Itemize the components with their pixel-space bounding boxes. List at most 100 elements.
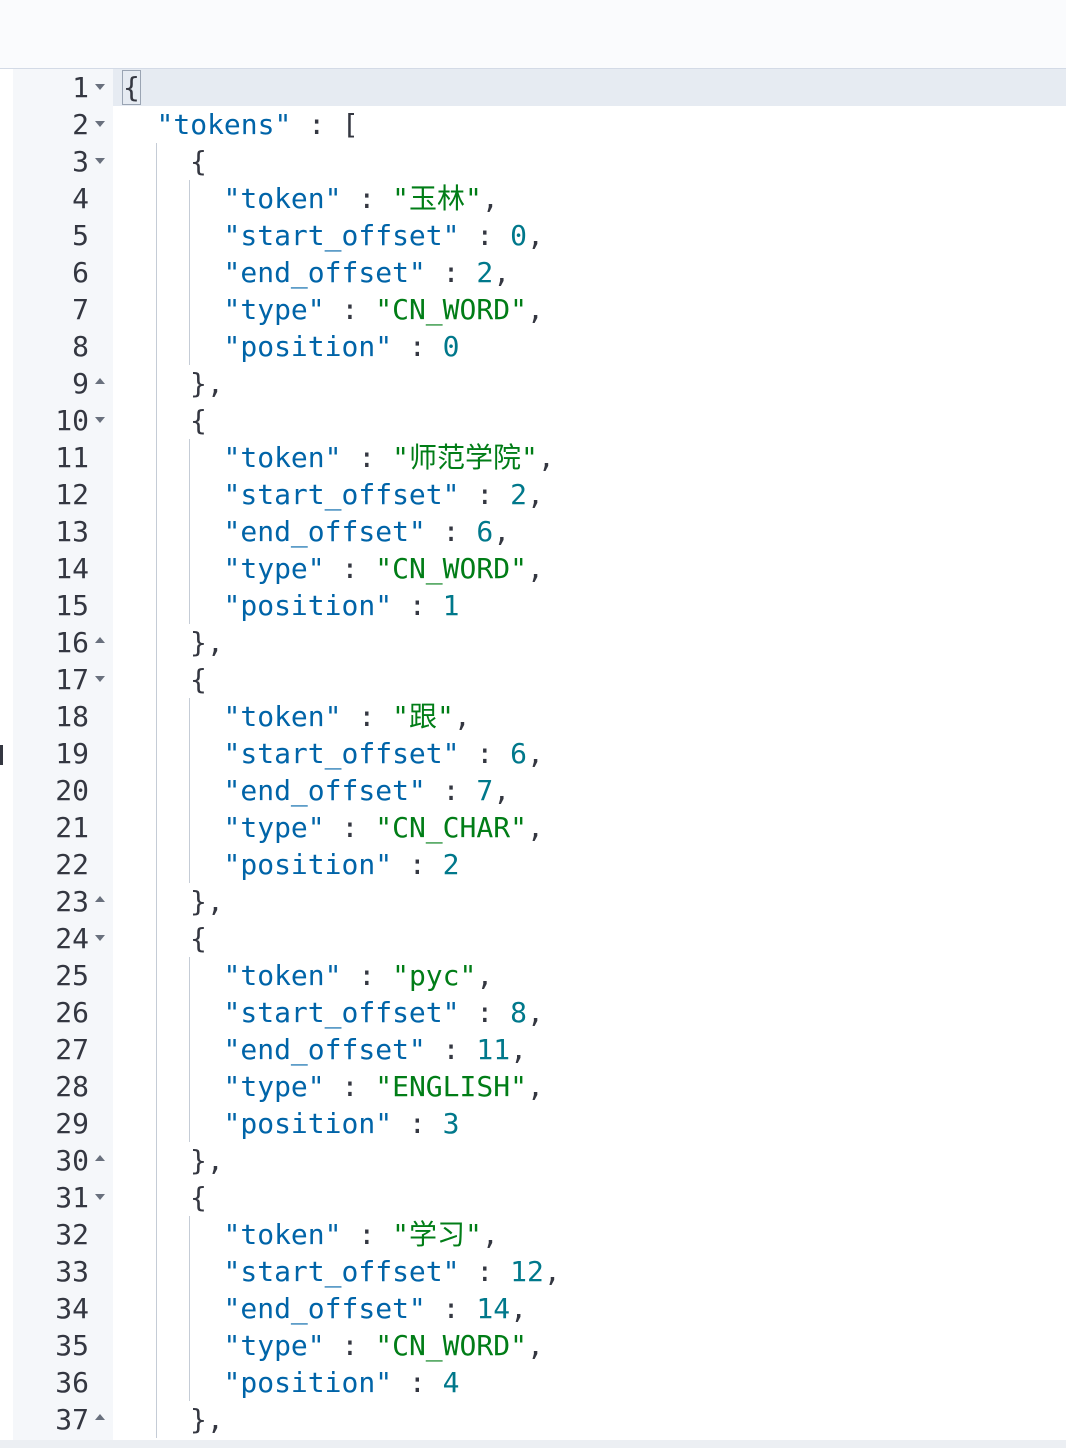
code-line[interactable]: 10{	[13, 402, 1066, 439]
code-line[interactable]: 29"position" : 3	[13, 1105, 1066, 1142]
code-line[interactable]: 1{	[13, 69, 1066, 106]
code-line[interactable]: 26"start_offset" : 8,	[13, 994, 1066, 1031]
fold-toggle-chevron-down-icon[interactable]	[95, 417, 105, 423]
line-number: 15	[55, 589, 89, 622]
fold-toggle-chevron-up-icon[interactable]	[95, 637, 105, 643]
fold-toggle-chevron-down-icon[interactable]	[95, 676, 105, 682]
json-key: "token"	[223, 959, 342, 992]
json-key: "position"	[223, 1107, 393, 1140]
horizontal-scrollbar[interactable]	[0, 1440, 1066, 1448]
fold-toggle-chevron-up-icon[interactable]	[95, 378, 105, 384]
json-key: "token"	[223, 182, 342, 215]
code-line[interactable]: 3{	[13, 143, 1066, 180]
json-punctuation: :	[324, 811, 376, 844]
code-line[interactable]: 35"type" : "CN_WORD",	[13, 1327, 1066, 1364]
code-text: },	[190, 1142, 224, 1179]
code-text: "token" : "跟",	[224, 698, 471, 735]
code-line[interactable]: 14"type" : "CN_WORD",	[13, 550, 1066, 587]
json-key: "token"	[223, 1218, 342, 1251]
indent-guide	[156, 698, 157, 735]
json-punctuation: :	[459, 219, 511, 252]
code-text: "position" : 1	[224, 587, 460, 624]
code-line[interactable]: 4"token" : "玉林",	[13, 180, 1066, 217]
fold-toggle-chevron-up-icon[interactable]	[95, 896, 105, 902]
indent-guide	[156, 402, 157, 439]
code-text: },	[190, 624, 224, 661]
indent-guide	[189, 1105, 190, 1142]
code-line[interactable]: 2"tokens" : [	[13, 106, 1066, 143]
code-line[interactable]: 9},	[13, 365, 1066, 402]
json-punctuation: ,	[526, 1329, 544, 1362]
json-punctuation: :	[341, 1218, 393, 1251]
indent-guide	[156, 661, 157, 698]
code-line[interactable]: 23},	[13, 883, 1066, 920]
json-output-editor[interactable]: 1{2"tokens" : [3{4"token" : "玉林",5"start…	[13, 69, 1066, 1448]
json-punctuation: :	[341, 700, 393, 733]
code-line[interactable]: 28"type" : "ENGLISH",	[13, 1068, 1066, 1105]
code-line[interactable]: 37},	[13, 1401, 1066, 1438]
fold-toggle-chevron-up-icon[interactable]	[95, 1414, 105, 1420]
fold-toggle-chevron-up-icon[interactable]	[95, 1155, 105, 1161]
code-line[interactable]: 8 "position" : 0	[13, 328, 1066, 365]
indent-guide	[156, 1105, 157, 1142]
panel-resize-handle[interactable]	[0, 745, 3, 765]
code-line[interactable]: 36"position" : 4	[13, 1364, 1066, 1401]
code-line[interactable]: 5"start_offset" : 0,	[13, 217, 1066, 254]
code-line[interactable]: 6"end_offset" : 2,	[13, 254, 1066, 291]
json-punctuation: ,	[481, 182, 499, 215]
json-punctuation: ,	[493, 256, 511, 289]
json-number-value: 12	[510, 1255, 544, 1288]
code-line[interactable]: 33"start_offset" : 12,	[13, 1253, 1066, 1290]
code-line[interactable]: 31{	[13, 1179, 1066, 1216]
fold-toggle-chevron-down-icon[interactable]	[95, 84, 105, 90]
indent-guide	[189, 846, 190, 883]
fold-toggle-chevron-down-icon[interactable]	[95, 1194, 105, 1200]
code-line[interactable]: 32"token" : "学习",	[13, 1216, 1066, 1253]
code-text: },	[190, 365, 224, 402]
code-text: },	[190, 883, 224, 920]
code-text: "position" : 4	[224, 1364, 460, 1401]
code-line[interactable]: 18 "token" : "跟",	[13, 698, 1066, 735]
code-text: "position" : 0	[224, 328, 460, 365]
code-line[interactable]: 21"type" : "CN_CHAR",	[13, 809, 1066, 846]
code-line[interactable]: 27"end_offset" : 11,	[13, 1031, 1066, 1068]
indent-guide	[189, 698, 190, 735]
json-punctuation: :	[324, 1070, 376, 1103]
code-text: "type" : "CN_WORD",	[224, 291, 544, 328]
indent-guide	[156, 1290, 157, 1327]
json-punctuation: :	[324, 552, 376, 585]
line-number: 18	[55, 700, 89, 733]
indent-guide	[156, 1253, 157, 1290]
line-number: 5	[72, 219, 89, 252]
code-line[interactable]: 24{	[13, 920, 1066, 957]
code-line[interactable]: 7"type" : "CN_WORD",	[13, 291, 1066, 328]
json-punctuation: ,	[526, 996, 544, 1029]
code-line[interactable]: 17{	[13, 661, 1066, 698]
json-punctuation: ,	[510, 1033, 527, 1066]
code-text: "token" : "pyc",	[224, 957, 494, 994]
json-punctuation: ,	[453, 700, 471, 733]
fold-toggle-chevron-down-icon[interactable]	[95, 121, 105, 127]
code-line[interactable]: 16},	[13, 624, 1066, 661]
line-number: 8	[72, 330, 89, 363]
code-line[interactable]: 25"token" : "pyc",	[13, 957, 1066, 994]
code-line[interactable]: 12"start_offset" : 2,	[13, 476, 1066, 513]
code-line[interactable]: 20"end_offset" : 7,	[13, 772, 1066, 809]
fold-toggle-chevron-down-icon[interactable]	[95, 158, 105, 164]
code-text: "token" : "玉林",	[224, 180, 499, 217]
code-line[interactable]: 30},	[13, 1142, 1066, 1179]
line-number: 21	[55, 811, 89, 844]
code-text: "start_offset" : 6,	[224, 735, 544, 772]
json-punctuation: ,	[526, 811, 544, 844]
line-number: 28	[55, 1070, 89, 1103]
fold-toggle-chevron-down-icon[interactable]	[95, 935, 105, 941]
code-line[interactable]: 22"position" : 2	[13, 846, 1066, 883]
code-line[interactable]: 13"end_offset" : 6,	[13, 513, 1066, 550]
indent-guide	[156, 217, 157, 254]
code-line[interactable]: 19"start_offset" : 6,	[13, 735, 1066, 772]
json-punctuation: },	[190, 1144, 224, 1177]
code-line[interactable]: 11"token" : "师范学院",	[13, 439, 1066, 476]
indent-guide	[189, 1031, 190, 1068]
code-line[interactable]: 15 "position" : 1	[13, 587, 1066, 624]
code-line[interactable]: 34"end_offset" : 14,	[13, 1290, 1066, 1327]
